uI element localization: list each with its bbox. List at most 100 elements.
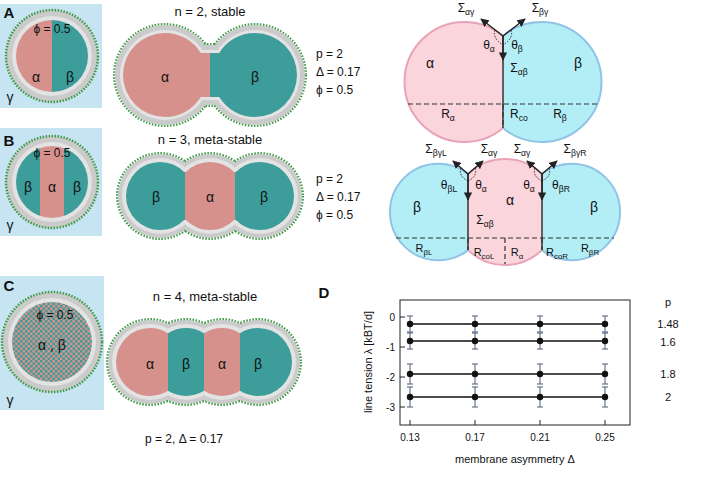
y-tick: [400, 317, 405, 318]
vesicle-domains: [110, 150, 310, 250]
domain-label: α: [161, 70, 169, 85]
angle-label: θβL: [441, 179, 457, 194]
domain-label: β: [590, 200, 598, 215]
symbol-base: θ: [475, 178, 482, 192]
beta-domain: [235, 150, 310, 250]
tick-label: -1: [386, 342, 395, 353]
symbol-subscript: β: [562, 113, 567, 123]
symbol-base: R: [553, 107, 562, 121]
data-point: [602, 321, 608, 327]
domain-label: α: [206, 190, 214, 205]
series-label: 1.6: [660, 336, 675, 348]
data-line: [410, 340, 605, 341]
radius-line: [467, 238, 468, 250]
radius-label: Rα: [441, 108, 455, 123]
tick-label: 0.17: [465, 432, 484, 443]
angle-arc: [460, 168, 468, 181]
fraction-label: ϕ = 0.5: [33, 23, 70, 36]
symbol-base: Σ: [476, 213, 483, 227]
symbol-base: Σ: [532, 1, 539, 15]
data-point: [472, 371, 478, 377]
y-tick: [400, 377, 405, 378]
symbol-subscript: α: [519, 252, 524, 261]
axis-title: line tension λ [kBT/d]: [362, 311, 374, 413]
error-bar: [407, 387, 608, 407]
domain-label: β: [574, 56, 582, 71]
angle-label: θα: [475, 179, 487, 194]
tick-label: 0: [389, 312, 395, 323]
symbol-subscript: αβ: [518, 67, 528, 77]
domain-label: α: [32, 70, 40, 85]
beta-domain: [210, 20, 310, 140]
angle-arc: [503, 30, 512, 45]
beta-domain: [52, 0, 112, 120]
alpha-cap: [405, 22, 504, 142]
alpha-domain: [100, 20, 210, 140]
tension-label: Σαβ: [476, 214, 493, 229]
symbol-base: R: [581, 242, 589, 254]
symbol-subscript: α: [450, 113, 455, 123]
beta-domain: [168, 320, 204, 410]
domain-label: α , β: [38, 338, 66, 353]
beta-cap: [503, 22, 602, 142]
symbol-base: Σ: [564, 142, 571, 156]
data-point: [472, 321, 478, 327]
fraction-label: ϕ = 0.5: [33, 147, 70, 160]
symbol-subscript: co: [519, 113, 528, 123]
panel-letter: B: [4, 133, 15, 150]
axis-title: membrane asymmetry Δ: [455, 453, 575, 465]
panel-letter: D: [319, 285, 330, 302]
parameter-label: ϕ = 0.5: [316, 209, 353, 222]
data-point: [537, 321, 543, 327]
domain-label: β: [152, 190, 160, 205]
symbol-base: Σ: [425, 142, 432, 156]
radius-lines: [408, 104, 598, 128]
symbol-subscript: βR: [589, 248, 599, 257]
angle-arcs: [494, 30, 511, 45]
symbol-base: θ: [441, 178, 448, 192]
beta-cap-shape: [542, 164, 620, 261]
symbol-subscript: βR: [559, 184, 570, 194]
data-lines: [410, 324, 605, 397]
data-point: [602, 338, 608, 344]
symbol-base: R: [441, 107, 450, 121]
data-point: [537, 394, 543, 400]
data-point: [602, 394, 608, 400]
y-tick: [400, 347, 405, 348]
symbol-base: Σ: [458, 1, 465, 15]
radius-line: [541, 238, 542, 250]
tension-label: Σαγ: [458, 2, 475, 17]
domain-label: α: [506, 193, 514, 208]
series-label: 2: [665, 391, 671, 403]
domain-label: β: [254, 357, 262, 372]
tension-arrow: [502, 36, 503, 60]
symbol-subscript: βL: [447, 184, 457, 194]
symbol-base: R: [416, 242, 424, 254]
angle-arc: [468, 168, 476, 181]
panel-letter: A: [4, 5, 15, 22]
tension-label: Σαγ: [481, 143, 498, 158]
beta-domain: [110, 150, 185, 250]
parameter-label: p = 2: [316, 48, 343, 61]
symbol-base: R: [511, 246, 519, 258]
symbol-base: R: [546, 246, 554, 258]
domain-label: α: [218, 357, 226, 372]
tension-label: Σαγ: [514, 143, 531, 158]
angle-arcs: [460, 168, 549, 181]
radius-line: [504, 238, 505, 264]
symbol-subscript: αγ: [521, 148, 530, 158]
vesicle-domains: [100, 320, 310, 410]
tick-label: 0.25: [595, 432, 614, 443]
data-point: [407, 371, 413, 377]
tick-label: 0.21: [530, 432, 549, 443]
parameter-label: Δ = 0.17: [316, 191, 360, 204]
vesicle-domains: [0, 0, 112, 120]
domain-label: β: [182, 357, 190, 372]
symbol-base: Σ: [514, 142, 521, 156]
angle-label: θβ: [511, 39, 523, 54]
y-tick: [400, 407, 405, 408]
alpha-domain: [204, 320, 240, 410]
domain-label: β: [260, 190, 268, 205]
alpha-domain: [100, 320, 168, 410]
axis-ticks: [400, 317, 605, 425]
